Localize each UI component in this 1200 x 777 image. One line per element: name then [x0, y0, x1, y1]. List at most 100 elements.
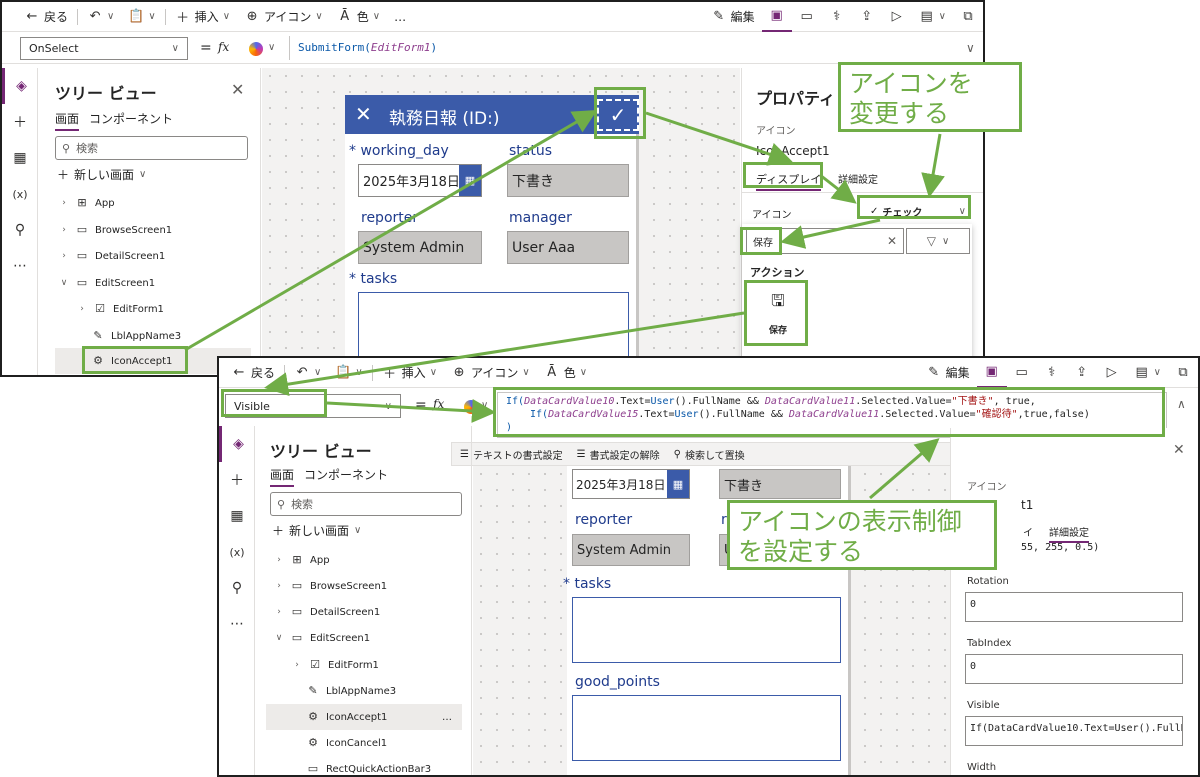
publish-button[interactable]: ⧉ — [953, 2, 983, 32]
search-icon[interactable]: ⚲ — [14, 222, 26, 238]
working-day-datepicker[interactable]: 2025年3月18日 ▦ — [572, 469, 690, 499]
icon-menu-button[interactable]: ⊕アイコン∨ — [237, 2, 330, 32]
app-checker-button[interactable]: ▣ — [761, 2, 792, 32]
visible-input[interactable]: If(DataCardValue10.Text=User().FullNa… — [965, 716, 1183, 746]
tab-component[interactable]: コンポーネント — [89, 112, 174, 126]
insert-button[interactable]: ＋挿入∨ — [383, 366, 438, 382]
manager-field[interactable]: User Aaa — [507, 231, 629, 264]
app-checker-button[interactable]: ▣ — [976, 358, 1007, 388]
tasks-input[interactable] — [572, 597, 841, 663]
item-more-icon[interactable]: … — [442, 711, 452, 723]
tree-item-app[interactable]: ›⊞App — [274, 549, 329, 571]
more-icon[interactable]: ⋯ — [13, 258, 27, 274]
accept-icon[interactable]: ✓ — [597, 99, 639, 131]
tree-item-editform1[interactable]: ›☑EditForm1 — [77, 298, 164, 320]
tab-display[interactable]: イ — [1023, 528, 1033, 539]
tree-search[interactable]: ⚲ 検索 — [270, 492, 462, 516]
tree-item-editscreen1[interactable]: ∨▭EditScreen1 — [60, 276, 156, 289]
properties-close-icon[interactable]: ✕ — [1173, 442, 1185, 458]
clear-icon[interactable]: ✕ — [886, 234, 897, 248]
share-button[interactable]: ⇪ — [1067, 358, 1097, 388]
icon-control-icon: ⚙ — [308, 736, 318, 749]
tree-item-editform1[interactable]: ›☑EditForm1 — [292, 654, 379, 676]
tree-item-lblappname3[interactable]: ✎LblAppName3 — [91, 325, 181, 347]
play-button[interactable]: ▷ — [1097, 358, 1127, 388]
tree-item-lblappname3[interactable]: ✎LblAppName3 — [306, 680, 396, 702]
good-points-input[interactable] — [572, 695, 841, 761]
tree-item-iconcancel1[interactable]: ⚙IconCancel1 — [306, 732, 387, 754]
layers-icon[interactable]: ◈ — [219, 426, 255, 462]
tab-advanced[interactable]: 詳細設定 — [1049, 524, 1089, 543]
more-button[interactable]: … — [394, 9, 407, 24]
tree-item-browsescreen1[interactable]: ›▭BrowseScreen1 — [59, 219, 172, 241]
variables-icon[interactable]: (x) — [12, 187, 28, 201]
save-button[interactable]: ▤∨ — [912, 2, 953, 32]
rotation-input[interactable]: 0 — [965, 592, 1183, 622]
back-button[interactable]: ← 戻る — [219, 358, 282, 388]
save-button[interactable]: ▤∨ — [1127, 358, 1168, 388]
tree-item-rectquickactionbar3[interactable]: ▭RectQuickActionBar3 — [307, 762, 432, 775]
back-button[interactable]: ← 戻る — [2, 2, 75, 32]
collapse-formula-icon[interactable]: ∧ — [1177, 397, 1186, 411]
comments-button[interactable]: ▭ — [792, 2, 822, 32]
tree-close-icon[interactable]: ✕ — [231, 80, 245, 99]
status-field[interactable]: 下書き — [507, 164, 629, 197]
formula-input[interactable]: SubmitForm(EditForm1) — [289, 36, 959, 60]
edit-button[interactable]: ✎編集 — [919, 358, 977, 388]
icon-menu-button[interactable]: ⊕アイコン∨ — [444, 358, 537, 388]
copilot-icon[interactable] — [249, 42, 263, 56]
save-icon-option[interactable]: 🖫 保存 — [768, 291, 787, 336]
search-icon[interactable]: ⚲ — [231, 580, 243, 596]
paste-button[interactable]: 📋∨ — [328, 358, 369, 388]
tab-screen[interactable]: 画面 — [270, 466, 295, 487]
tab-advanced[interactable]: 詳細設定 — [838, 175, 878, 186]
working-day-datepicker[interactable]: 2025年3月18日 ▦ — [358, 164, 482, 197]
new-screen-button[interactable]: ＋新しい画面∨ — [57, 168, 147, 182]
layers-icon[interactable]: ◈ — [2, 68, 38, 104]
tree-item-browsescreen1[interactable]: ›▭BrowseScreen1 — [274, 575, 387, 597]
grid-icon[interactable]: ▦ — [230, 508, 244, 524]
plus-icon[interactable]: ＋ — [230, 473, 244, 489]
plus-icon[interactable]: ＋ — [13, 115, 27, 131]
tab-component[interactable]: コンポーネント — [304, 468, 389, 482]
new-screen-button[interactable]: ＋新しい画面∨ — [272, 524, 362, 538]
tab-display[interactable]: ディスプレイ — [756, 171, 822, 191]
tree-item-detailscreen1[interactable]: ›▭DetailScreen1 — [274, 601, 380, 623]
paste-button[interactable]: 📋∨ — [121, 2, 162, 32]
formula-editor[interactable]: If(DataCardValue10.Text=User().FullName … — [497, 392, 1167, 438]
format-text-button[interactable]: ☰テキストの書式設定 — [460, 448, 563, 462]
tree-item-editscreen1[interactable]: ∨▭EditScreen1 — [275, 631, 371, 644]
expand-formula-icon[interactable]: ∨ — [966, 41, 975, 55]
tree-item-detailscreen1[interactable]: ›▭DetailScreen1 — [59, 245, 165, 267]
publish-button[interactable]: ⧉ — [1168, 358, 1198, 388]
reporter-field[interactable]: System Admin — [572, 534, 690, 566]
tree-item-app[interactable]: ›⊞App — [59, 192, 114, 214]
filter-button[interactable]: ▽∨ — [906, 228, 970, 254]
status-field[interactable]: 下書き — [719, 469, 841, 499]
play-button[interactable]: ▷ — [882, 2, 912, 32]
cancel-icon[interactable]: ✕ — [355, 102, 372, 126]
copilot-icon[interactable] — [464, 400, 478, 414]
icon-dropdown[interactable]: ✓チェック ∨ — [870, 205, 966, 219]
reporter-field[interactable]: System Admin — [358, 231, 482, 264]
insert-button[interactable]: ＋挿入∨ — [176, 10, 231, 26]
edit-button[interactable]: ✎編集 — [704, 2, 762, 32]
more-icon[interactable]: ⋯ — [230, 616, 244, 632]
tabindex-input[interactable]: 0 — [965, 654, 1183, 684]
health-button[interactable]: ⚕ — [1037, 358, 1067, 388]
health-button[interactable]: ⚕ — [822, 2, 852, 32]
find-replace-button[interactable]: ⚲検索して置換 — [673, 448, 745, 462]
property-dropdown[interactable]: OnSelect ∨ — [20, 37, 188, 60]
variables-icon[interactable]: (x) — [229, 545, 245, 559]
tab-screen[interactable]: 画面 — [55, 110, 80, 131]
comments-button[interactable]: ▭ — [1007, 358, 1037, 388]
share-button[interactable]: ⇪ — [852, 2, 882, 32]
grid-icon[interactable]: ▦ — [13, 150, 27, 166]
tree-item-iconaccept1[interactable]: ⚙IconAccept1… — [266, 704, 462, 730]
remove-format-button[interactable]: ☰書式設定の解除 — [576, 448, 660, 462]
tree-search[interactable]: ⚲ 検索 — [55, 136, 248, 160]
undo-button[interactable]: ↶∨ — [287, 358, 328, 388]
undo-button[interactable]: ↶∨ — [80, 2, 121, 32]
